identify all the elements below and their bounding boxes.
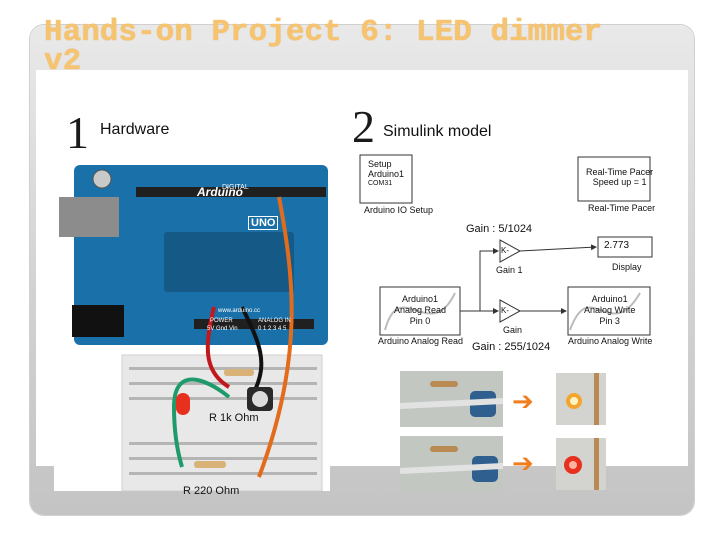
display-caption: Display	[612, 262, 642, 272]
setup-caption: Arduino IO Setup	[364, 205, 434, 215]
display-value: 2.773	[604, 240, 630, 251]
pacer-line-2: Speed up = 1	[592, 177, 647, 187]
resistor-220	[194, 461, 226, 468]
pacer-block-frame	[577, 156, 651, 202]
gain1-annotation: Gain : 5/1024	[466, 223, 533, 235]
arrow-right-icon-1: ➔	[512, 386, 534, 416]
reset-button	[92, 169, 112, 189]
simulink-diagram: Setup Arduino1 COM31 Arduino IO Setup Re…	[340, 145, 660, 350]
section-number-2: 2	[352, 101, 375, 152]
result-photo-led-bright	[556, 438, 606, 490]
black-wire	[240, 306, 264, 393]
read-line-2: Analog Read	[394, 305, 447, 315]
pacer-caption: Real-Time Pacer	[588, 203, 656, 213]
analog-header	[194, 319, 314, 329]
write-line-2: Analog Write	[584, 305, 636, 315]
result-photo-bright-left	[400, 436, 503, 492]
read-caption: Arduino Analog Read	[378, 336, 464, 346]
power-pins-label: 5V Gnd Vin	[207, 326, 238, 332]
led-photo-2	[556, 438, 606, 490]
power-label: POWER	[210, 318, 233, 324]
breadboard-photo-1	[400, 371, 503, 427]
read-line-3: Pin 0	[409, 316, 431, 326]
board-model-label: UNO	[248, 216, 279, 230]
result-photo-dim-left	[400, 371, 503, 427]
led-photo-1	[556, 373, 606, 425]
display-block-frame	[597, 236, 653, 258]
breadboard	[121, 354, 323, 491]
analog-write-block[interactable]: Arduino1 Analog Write Pin 3	[584, 294, 635, 327]
read-line-1: Arduino1	[402, 294, 439, 304]
setup-line-1: Setup	[368, 159, 392, 169]
write-line-3: Pin 3	[599, 316, 620, 326]
gain2-block[interactable]: K-	[501, 306, 509, 315]
red-led	[176, 393, 190, 415]
section-number-1: 1	[66, 107, 89, 158]
setup-line-3: COM31	[368, 180, 393, 187]
board-url-label: www.arduino.cc	[218, 308, 261, 314]
gain1-caption: Gain 1	[496, 265, 523, 275]
red-wire	[205, 306, 231, 389]
write-caption: Arduino Analog Write	[568, 336, 653, 346]
gain2-annotation: Gain : 255/1024	[472, 341, 551, 353]
usb-connector	[59, 197, 119, 237]
orange-wire	[257, 196, 294, 478]
arrow-right-icon-2: ➔	[512, 448, 534, 478]
setup-block-frame	[359, 154, 413, 204]
green-wire	[171, 377, 231, 468]
section-label-hardware: Hardware	[100, 121, 170, 138]
digital-pins-label: DIGITAL	[222, 184, 249, 191]
resistor-220-label: R 220 Ohm	[183, 485, 240, 497]
analog-pins-label: 0 1 2 3 4 5	[258, 326, 287, 332]
analog-read-block[interactable]: Arduino1 Analog Read Pin 0	[394, 294, 446, 327]
write-line-1: Arduino1	[591, 294, 628, 304]
breadboard-photo-2	[400, 436, 503, 492]
digital-header	[136, 187, 326, 197]
gain1-triangle	[499, 239, 522, 263]
power-jack	[72, 305, 124, 337]
pacer-block[interactable]: Real-Time Pacer Speed up = 1	[586, 167, 653, 187]
resistor-1k	[224, 369, 254, 376]
resistor-1k-label: R 1k Ohm	[209, 412, 259, 424]
hardware-photo	[54, 157, 330, 491]
gain2-triangle	[499, 299, 522, 323]
gain2-caption: Gain	[503, 325, 523, 335]
simulink-connections	[359, 154, 653, 336]
hardware-illustration	[54, 157, 330, 491]
result-photo-led-dim	[556, 373, 606, 425]
gain1-block[interactable]: K-	[501, 246, 509, 255]
slide-title: Hands-on Project 6: LED dimmer v2	[44, 15, 603, 79]
section-label-simulink: Simulink model	[383, 123, 492, 140]
board-brand-label: Arduino	[197, 185, 243, 199]
pacer-line-1: Real-Time Pacer	[586, 167, 654, 177]
setup-block[interactable]: Setup Arduino1 COM31	[368, 159, 404, 189]
analog-in-label: ANALOG IN	[258, 318, 291, 324]
chip-area	[164, 232, 294, 292]
setup-line-2: Arduino1	[368, 169, 405, 179]
